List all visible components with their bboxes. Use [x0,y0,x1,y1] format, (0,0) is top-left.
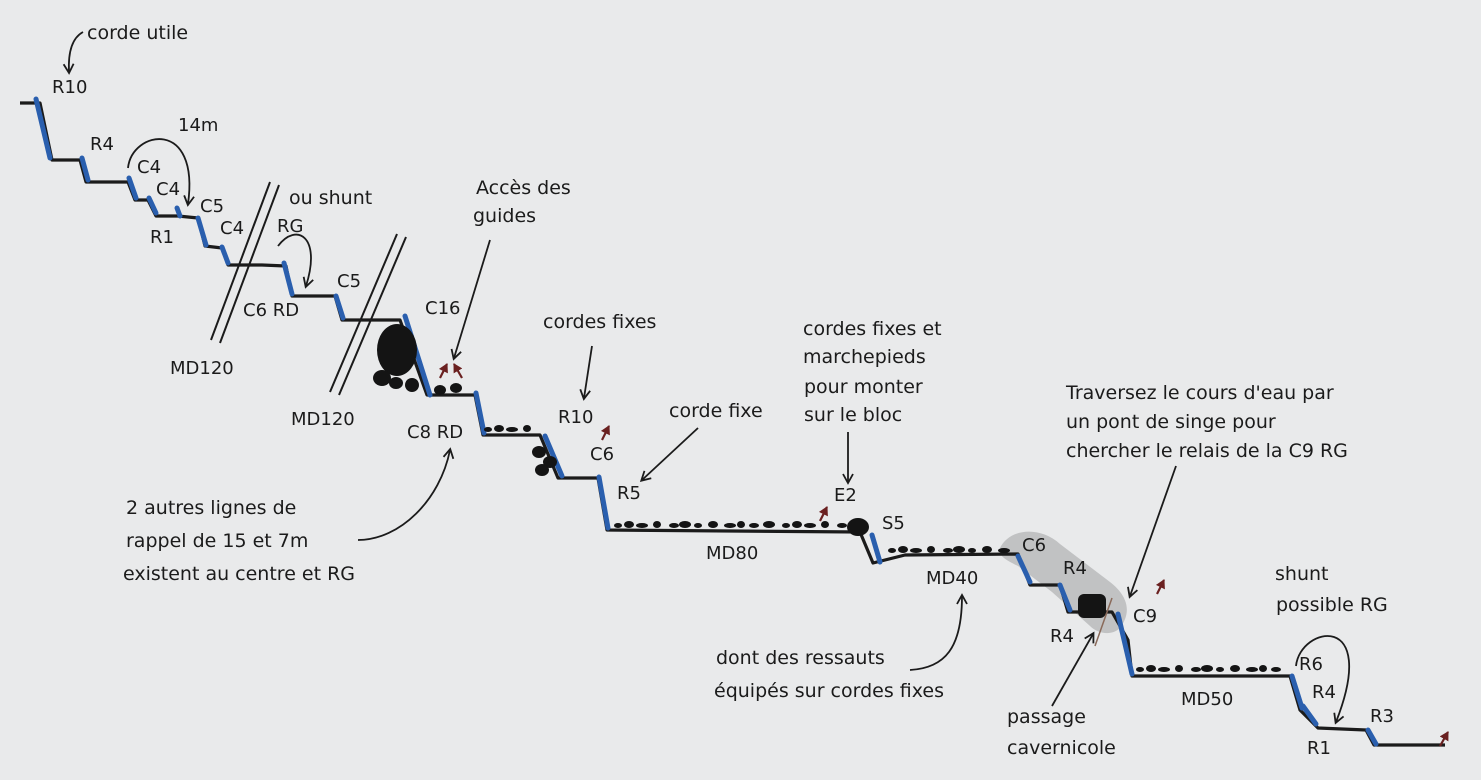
label-r1-a: R1 [150,227,174,248]
label-c8-rd: C8 RD [407,422,464,443]
callout-arrows [62,31,1350,725]
label-rg-a: RG [277,216,304,237]
label-c6-mid: C6 [590,444,615,465]
label-autres-line2: rappel de 15 et 7m [126,530,309,552]
label-cordes-fixes: cordes fixes [543,311,657,333]
label-corde-utile: corde utile [87,22,189,44]
rope-segments [33,96,1379,747]
label-r10-top: R10 [52,77,88,98]
label-e2: E2 [834,485,857,506]
label-r1-end: R1 [1307,738,1331,759]
label-md40: MD40 [926,568,979,589]
label-dont-line2: équipés sur cordes fixes [714,680,945,702]
monkey-bridge-line [1094,597,1113,647]
label-traversez-line1: Traversez le cours d'eau par [1066,382,1334,404]
label-c5-b: C5 [337,271,362,292]
label-r10-mid: R10 [558,407,594,428]
label-r4-right: R4 [1063,558,1087,579]
label-md80: MD80 [706,543,759,564]
label-c4-a: C4 [137,157,162,178]
label-guides: guides [473,205,537,227]
label-corde-fixe: corde fixe [669,400,763,422]
label-r6: R6 [1299,654,1323,675]
label-c16: C16 [425,298,461,319]
label-r4-end: R4 [1312,682,1336,703]
up-arrows [438,363,1449,747]
label-c4-c: C4 [220,218,245,239]
label-acces-des: Accès des [476,177,571,199]
label-14m: 14m [178,115,219,136]
label-dont-line1: dont des ressauts [716,647,885,669]
cave-passage-shading [999,531,1127,634]
label-r4-top: R4 [90,134,114,155]
label-c4-b: C4 [156,179,181,200]
label-autres-line1: 2 autres lignes de [126,497,297,519]
label-md120-a: MD120 [170,358,234,379]
label-md120-b: MD120 [291,409,355,430]
label-md50: MD50 [1181,689,1234,710]
label-traversez-line2: un pont de singe pour [1066,411,1276,433]
boulders [373,324,1106,618]
shunt-lines [210,181,407,396]
label-marchepieds: marchepieds [803,346,926,368]
label-passage: passage [1007,706,1086,728]
label-sur-le-bloc: sur le bloc [804,404,903,426]
label-c9: C9 [1133,606,1158,627]
label-r3: R3 [1370,706,1394,727]
label-traversez-line3: chercher le relais de la C9 RG [1066,440,1348,462]
label-r5: R5 [617,483,641,504]
label-s5: S5 [882,513,905,534]
label-ou-shunt: ou shunt [289,187,373,209]
label-shunt: shunt [1275,563,1329,585]
label-c6-rd: C6 RD [243,300,300,321]
label-pour-monter: pour monter [804,376,923,398]
riverbed-pebbles [484,425,1281,672]
label-c5-a: C5 [200,196,225,217]
label-cavernicole: cavernicole [1007,737,1116,759]
label-r4-cave: R4 [1050,626,1074,647]
label-cordes-fixes-et: cordes fixes et [803,318,942,340]
label-autres-line3: existent au centre et RG [123,563,356,585]
label-possible-rg: possible RG [1276,594,1388,616]
label-c6-right: C6 [1022,535,1047,556]
